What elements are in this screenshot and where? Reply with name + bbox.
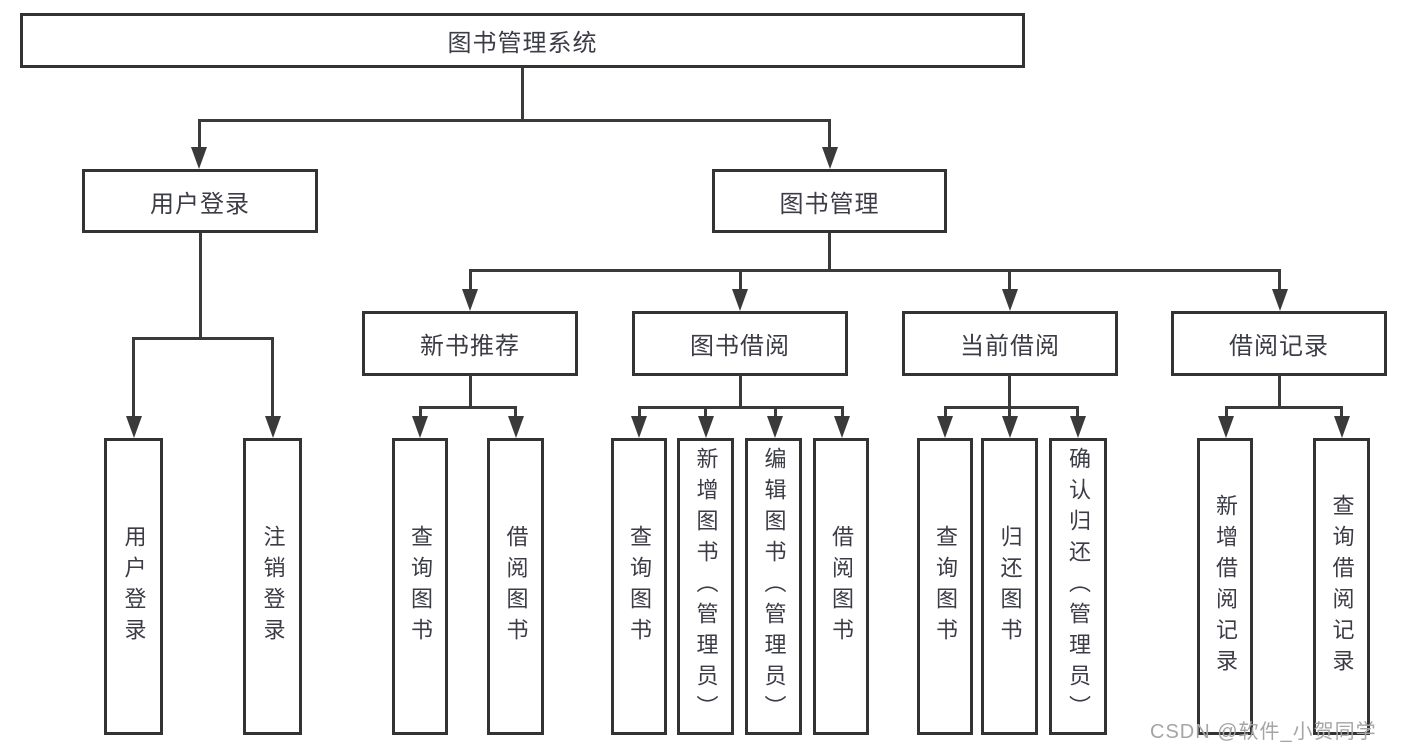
arrow-to-leaf-user-login <box>132 338 135 416</box>
leaf-edit-book-admin: 编辑图书（管理员） <box>745 438 802 735</box>
connector-root-trunk <box>520 68 524 120</box>
arrow-to-leaf <box>1076 407 1079 416</box>
leaf-borrow-books-recommend: 借阅图书 <box>487 438 544 735</box>
connector-recommend-trunk <box>468 375 472 407</box>
leaf-query-books-recommend: 查询图书 <box>392 438 448 735</box>
node-book-management: 图书管理 <box>712 169 947 233</box>
node-library-management-system: 图书管理系统 <box>20 13 1025 68</box>
connector-book-mgmt-trunk <box>828 233 831 270</box>
leaf-confirm-return-admin: 确认归还（管理员） <box>1049 438 1107 735</box>
node-borrow-records: 借阅记录 <box>1171 311 1387 376</box>
arrow-to-leaf <box>637 407 641 416</box>
connector-recommend-branch <box>418 405 517 409</box>
node-user-login: 用户登录 <box>82 169 318 233</box>
connector-borrow-branch <box>637 405 844 409</box>
leaf-query-books-current: 查询图书 <box>917 438 973 735</box>
leaf-query-borrow-record: 查询借阅记录 <box>1313 438 1370 735</box>
connector-current-trunk <box>1008 375 1011 407</box>
arrow-to-book-borrow <box>738 270 742 289</box>
arrow-to-user-login <box>197 120 201 147</box>
node-new-book-recommend: 新书推荐 <box>362 311 578 376</box>
node-book-borrow: 图书借阅 <box>632 311 848 376</box>
connector-user-login-trunk <box>198 233 202 338</box>
arrow-to-current-borrow <box>1008 270 1011 289</box>
leaf-user-login: 用户登录 <box>104 438 163 735</box>
arrow-to-leaf <box>418 407 422 416</box>
arrow-to-leaf <box>1224 407 1228 416</box>
arrow-to-book-management <box>828 120 831 147</box>
connector-current-branch <box>943 405 1079 409</box>
leaf-query-books-borrow: 查询图书 <box>611 438 667 735</box>
leaf-logout: 注销登录 <box>243 438 302 735</box>
arrow-to-new-book-recommend <box>468 270 472 289</box>
connector-root-branch <box>197 118 831 122</box>
leaf-borrow-books: 借阅图书 <box>813 438 869 735</box>
arrow-to-leaf-logout <box>271 338 274 416</box>
leaf-add-borrow-record: 新增借阅记录 <box>1197 438 1253 735</box>
leaf-return-books: 归还图书 <box>981 438 1038 735</box>
leaf-add-book-admin: 新增图书（管理员） <box>677 438 734 735</box>
arrow-to-leaf <box>943 407 947 416</box>
connector-records-branch <box>1224 405 1343 409</box>
arrow-to-leaf <box>1340 407 1343 416</box>
watermark-text: CSDN @软件_小贺同学 <box>1150 721 1377 743</box>
arrow-to-leaf <box>773 407 777 416</box>
arrow-to-leaf <box>514 407 517 416</box>
arrow-to-borrow-records <box>1278 270 1281 289</box>
connector-book-mgmt-branch <box>468 268 1281 272</box>
arrow-to-leaf <box>840 407 844 416</box>
arrow-to-leaf <box>704 407 707 416</box>
node-current-borrow: 当前借阅 <box>902 311 1118 376</box>
connector-records-trunk <box>1278 375 1281 407</box>
connector-borrow-trunk <box>738 375 742 407</box>
arrow-to-leaf <box>1008 407 1011 416</box>
connector-user-login-branch <box>132 336 274 340</box>
